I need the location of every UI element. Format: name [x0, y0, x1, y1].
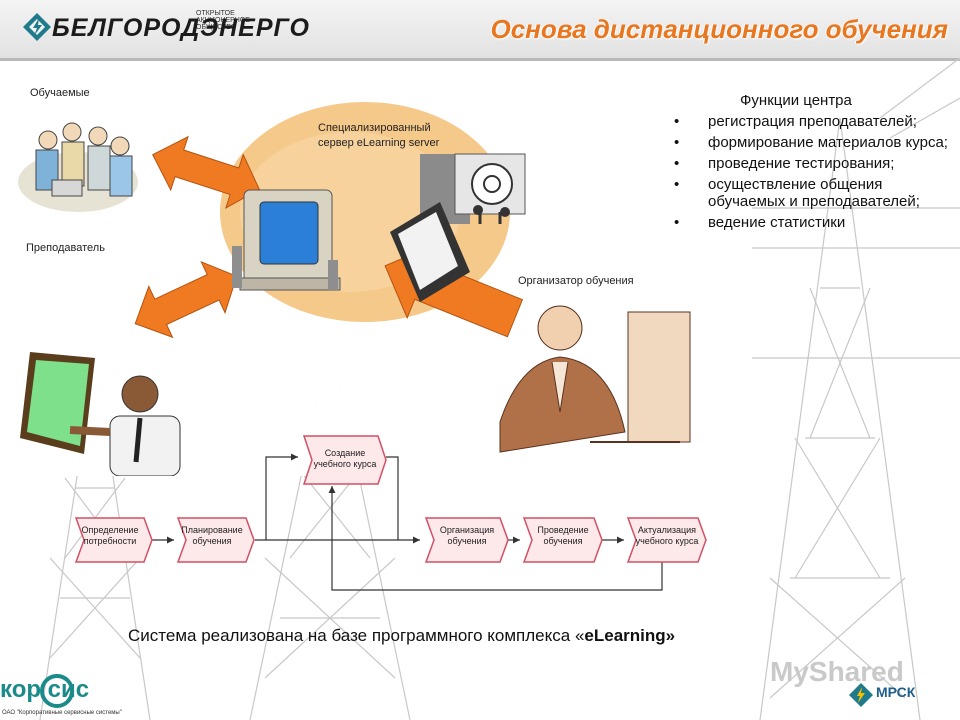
mrsk-logo: МРСК: [842, 676, 960, 720]
server-label-line2: сервер eLearning server: [318, 137, 440, 149]
organizer-label: Организатор обучения: [518, 275, 634, 287]
system-statement: Система реализована на базе программного…: [128, 626, 675, 646]
logo-name: БЕЛГОРОДЭНЕРГО: [52, 14, 310, 42]
header-bar: Открытое акционерное общество БЕЛГОРОДЭН…: [0, 0, 960, 61]
step-label: Проведение: [537, 525, 589, 535]
list-item: осуществление общения обучаемых и препод…: [670, 176, 958, 210]
step-label: Организация: [439, 525, 495, 535]
belgorodenergo-logo-icon: [23, 13, 51, 41]
teacher-icon: [20, 352, 181, 476]
floppy-disks-icon: [390, 202, 470, 302]
step-label: обучения: [447, 536, 487, 546]
step-label: учебного курса: [313, 459, 377, 469]
step-label: Создание: [324, 448, 366, 458]
slide-title: Основа дистанционного обучения: [490, 14, 948, 44]
logo-subtitle: Открытое акционерное общество: [196, 10, 250, 31]
step-label: обучения: [192, 536, 232, 546]
organizer-icon: [499, 305, 691, 453]
step-label: Определение: [81, 525, 139, 535]
korsis-c-icon: [40, 674, 74, 708]
step-label: Актуализация: [637, 525, 697, 535]
functions-heading: Функции центра: [740, 92, 852, 109]
arrow-learners: [152, 135, 260, 209]
myshared-watermark: MyShared: [770, 656, 904, 687]
step-label: Планирование: [181, 525, 243, 535]
computer-icon: [232, 189, 341, 291]
learners-group-icon: [18, 122, 138, 212]
statement-bold: eLearning»: [584, 626, 676, 645]
step-shape: [424, 517, 509, 563]
learners-label: Обучаемые: [30, 87, 90, 99]
list-item: ведение статистики: [670, 214, 958, 231]
list-item: проведение тестирования;: [670, 155, 958, 172]
korsis-caption: ОАО "Корпоративные сервисные системы": [2, 710, 122, 716]
korsis-logo: кор сис ОАО "Корпоративные сервисные сис…: [0, 672, 122, 720]
statement-text: Система реализована на базе программного…: [128, 626, 585, 645]
list-item: формирование материалов курса;: [670, 134, 958, 151]
mrsk-name: МРСК: [876, 684, 916, 700]
mrsk-mark-icon: [849, 683, 873, 707]
teacher-label: Преподаватель: [26, 242, 105, 254]
server-label-line1: Специализированный: [318, 122, 431, 134]
center-functions: Функции центра регистрация преподавателе…: [670, 92, 958, 235]
step-shape: [522, 517, 603, 563]
step-label: обучения: [543, 536, 583, 546]
step-shape: [74, 517, 153, 563]
list-item: регистрация преподавателей;: [670, 113, 958, 130]
step-shape: [626, 517, 707, 563]
step-label: учебного курса: [635, 536, 699, 546]
functions-list: регистрация преподавателей; формирование…: [670, 113, 958, 231]
step-shape: [302, 435, 387, 485]
step-label: потребности: [83, 536, 137, 546]
elearning-illustration: [18, 102, 691, 476]
step-shape: [176, 517, 255, 563]
